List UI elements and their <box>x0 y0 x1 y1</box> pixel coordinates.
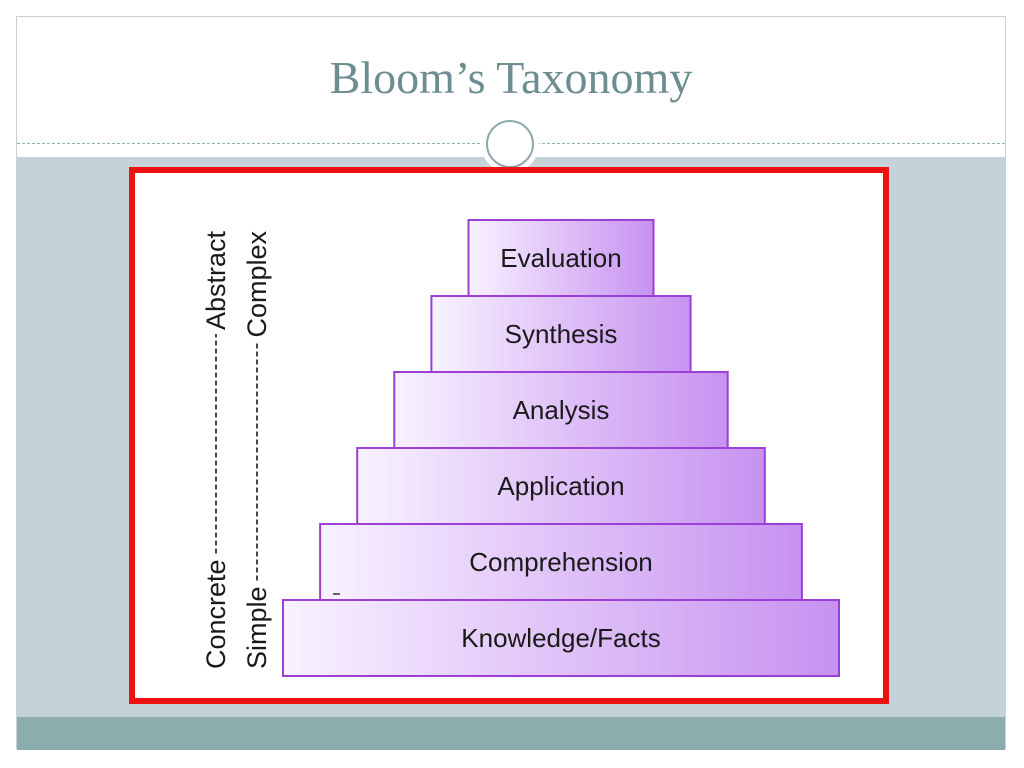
tier-label-analysis: Analysis <box>513 395 610 425</box>
tier-label-synthesis: Synthesis <box>505 319 618 349</box>
circle-ornament-icon <box>481 115 539 173</box>
tier-label-application: Application <box>497 471 624 501</box>
axis-2: Simple Complex <box>242 231 272 669</box>
tier-label-evaluation: Evaluation <box>500 243 621 273</box>
tier-application <box>356 447 766 525</box>
axis-end-label: Abstract <box>201 231 231 331</box>
tier-label-knowledge-facts: Knowledge/Facts <box>461 623 660 653</box>
ornament-ring <box>486 120 534 168</box>
axis-end-label: Complex <box>242 231 272 338</box>
tier-synthesis <box>430 295 692 373</box>
tier-analysis <box>393 371 729 449</box>
axis-start-label: Concrete <box>201 559 231 669</box>
axis-start-label: Simple <box>242 586 272 669</box>
tier-label-comprehension: Comprehension <box>469 547 653 577</box>
page-title: Bloom’s Taxonomy <box>329 52 693 103</box>
tier-knowledge-facts <box>282 599 840 677</box>
taxonomy-pyramid: EvaluationSynthesisAnalysisApplicationCo… <box>201 219 840 677</box>
tier-comprehension <box>319 523 803 601</box>
tier-evaluation <box>467 219 655 297</box>
axis-1: Concrete Abstract <box>201 231 231 669</box>
footer-band <box>17 717 1005 750</box>
